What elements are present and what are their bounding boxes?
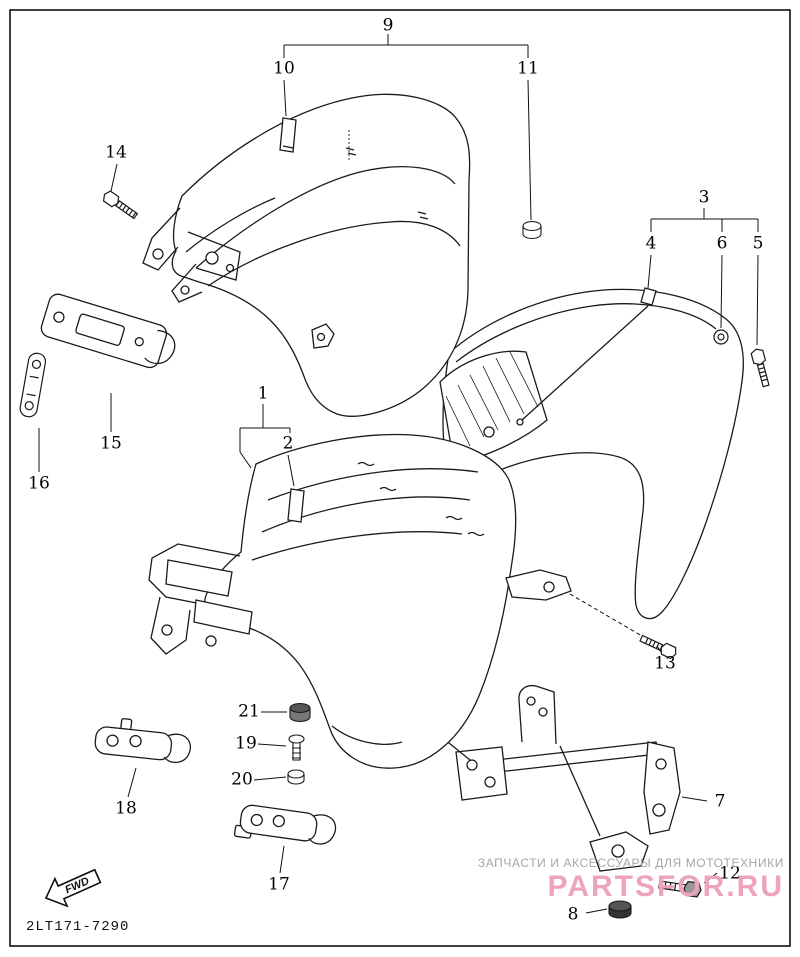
part-6-washer — [713, 329, 729, 345]
rear-seat — [142, 93, 471, 417]
part-12-bolt — [658, 880, 702, 898]
watermark-site: PARTSFOR.RU — [547, 870, 784, 903]
seat-tab-10 — [279, 117, 297, 153]
part-19-screw — [288, 734, 305, 761]
leader-lines — [38, 34, 759, 914]
cowl-tab-4 — [640, 287, 657, 306]
part-18-seat-hinge — [94, 718, 191, 764]
seat-tab-2 — [287, 488, 305, 523]
part-13-bolt — [639, 634, 677, 660]
part-11-nut — [522, 220, 542, 240]
main-seat — [148, 433, 572, 769]
part-16-strap — [19, 352, 47, 418]
watermark: ЗАПЧАСТИ И АКСЕССУАРЫ ДЛЯ МОТОТЕХНИКИ PA… — [478, 856, 784, 905]
part-15-lock-bracket — [40, 293, 176, 369]
rear-cowl-panel — [439, 287, 744, 620]
part-14-bolt — [102, 190, 139, 220]
diagram-border — [9, 9, 791, 947]
part-5-bolt — [750, 348, 770, 388]
seat-bracket-frame — [427, 684, 681, 872]
part-8-nut — [608, 900, 632, 919]
part-21-damper — [289, 702, 311, 723]
fwd-arrow: FWD — [44, 868, 102, 908]
part-20-nut — [287, 769, 305, 785]
drawing-code: 2LT171-7290 — [26, 919, 130, 935]
watermark-tagline: ЗАПЧАСТИ И АКСЕССУАРЫ ДЛЯ МОТОТЕХНИКИ — [477, 856, 784, 870]
part-17-seat-hinge — [233, 804, 337, 845]
